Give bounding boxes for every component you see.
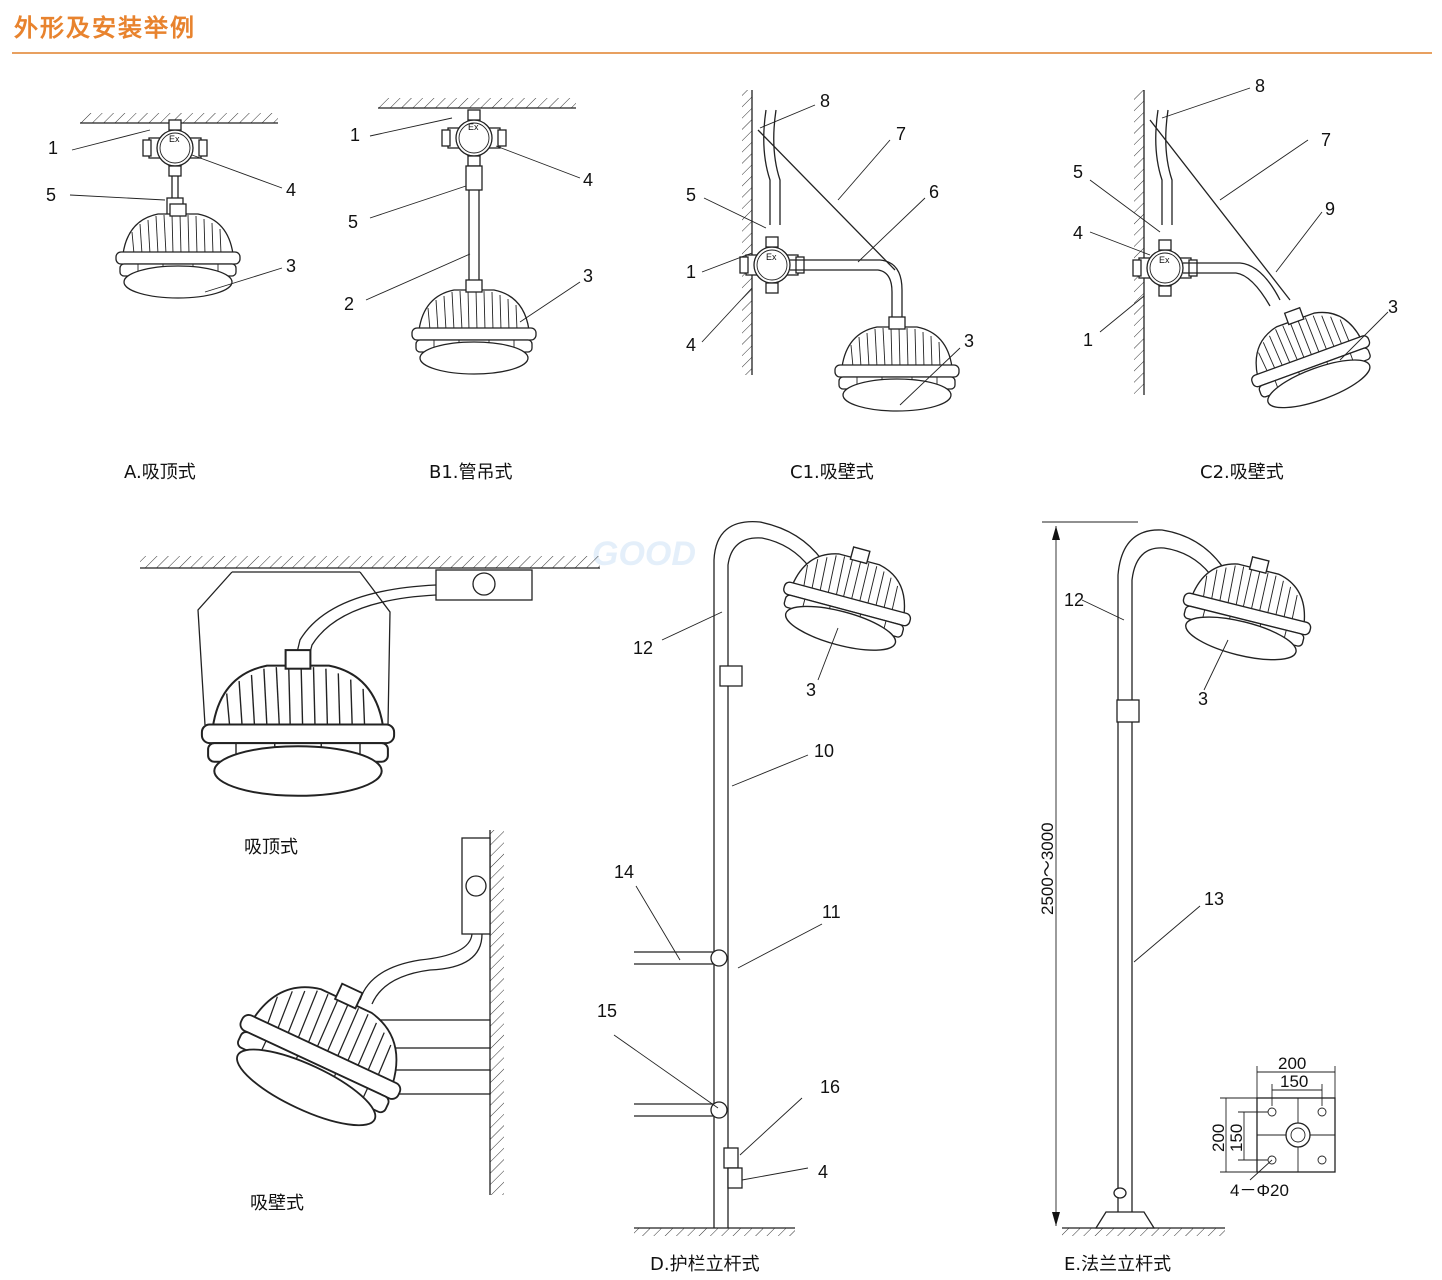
label-e-3: 3: [1198, 689, 1208, 709]
label-b1-4: 4: [583, 170, 593, 190]
diagram-c1-wall: Ex 8 7 6 5 1 4 3 C1.吸壁式: [686, 90, 974, 483]
label-a-5: 5: [46, 185, 56, 205]
diagram-a-ceiling: Ex 1 5 4 3 A.吸顶式: [46, 113, 296, 483]
label-c2-3: 3: [1388, 297, 1398, 317]
diagram-ceiling-large: 吸顶式: [140, 556, 600, 858]
label-d-11: 11: [822, 902, 841, 922]
diagram-wall-large: 吸壁式: [217, 830, 504, 1214]
label-b1-3: 3: [583, 266, 593, 286]
label-c2-1: 1: [1083, 330, 1093, 350]
label-c2-7: 7: [1321, 130, 1331, 150]
label-c1-8: 8: [820, 91, 830, 111]
label-c1-4: 4: [686, 335, 696, 355]
ex-mark-c1: Ex: [766, 252, 777, 262]
ex-mark: Ex: [169, 134, 180, 144]
caption-b1: B1.管吊式: [429, 462, 513, 483]
label-b1-2: 2: [344, 294, 354, 314]
label-a-1: 1: [48, 138, 58, 158]
label-d-16: 16: [820, 1077, 840, 1097]
flange-inner-width: 150: [1280, 1072, 1308, 1091]
caption-d: D.护栏立杆式: [650, 1254, 760, 1275]
label-e-13: 13: [1204, 889, 1224, 909]
diagram-e-flange-pole: 2500～3000 12 3 13 E.法兰立杆式: [1038, 521, 1325, 1275]
label-d-3: 3: [806, 680, 816, 700]
label-c2-9: 9: [1325, 199, 1335, 219]
label-c1-5: 5: [686, 185, 696, 205]
caption-a: A.吸顶式: [124, 462, 196, 483]
label-a-4: 4: [286, 180, 296, 200]
caption-c2: C2.吸壁式: [1200, 462, 1284, 483]
diagram-c2-wall: Ex 8 7 5 4 9 1 3 C2.吸壁式: [1073, 76, 1398, 483]
label-b1-1: 1: [350, 125, 360, 145]
label-d-10: 10: [814, 741, 834, 761]
flange-plate-detail: 200 150 200 150 4－Φ20: [1209, 1054, 1336, 1200]
label-d-4: 4: [818, 1162, 828, 1182]
title-divider: [12, 52, 1432, 54]
label-d-14: 14: [614, 862, 634, 882]
label-c2-5: 5: [1073, 162, 1083, 182]
label-c1-6: 6: [929, 182, 939, 202]
diagram-b1-pipe-pendant: Ex 1 5 2 4 3 B1.管吊式: [344, 98, 593, 483]
label-c2-8: 8: [1255, 76, 1265, 96]
flange-outer-width: 200: [1278, 1054, 1306, 1073]
flange-outer-height: 200: [1209, 1124, 1228, 1152]
ex-mark-c2: Ex: [1159, 255, 1170, 265]
caption-wall: 吸壁式: [250, 1193, 304, 1214]
label-a-3: 3: [286, 256, 296, 276]
diagram-d-railing-pole: 12 3 10 14 11 15 16 4 D.护栏立杆式: [597, 521, 926, 1275]
flange-holes: 4－Φ20: [1230, 1181, 1289, 1200]
flange-inner-height: 150: [1227, 1124, 1246, 1152]
label-c1-1: 1: [686, 262, 696, 282]
label-d-15: 15: [597, 1001, 617, 1021]
watermark: GOOD: [592, 535, 696, 573]
height-range-dimension: 2500～3000: [1038, 822, 1057, 915]
label-c2-4: 4: [1073, 223, 1083, 243]
caption-c1: C1.吸壁式: [790, 462, 874, 483]
caption-ceiling: 吸顶式: [244, 837, 298, 858]
label-b1-5: 5: [348, 212, 358, 232]
label-d-12: 12: [633, 638, 653, 658]
label-c1-7: 7: [896, 124, 906, 144]
label-c1-3: 3: [964, 331, 974, 351]
ex-mark-b1: Ex: [468, 122, 479, 132]
label-e-12: 12: [1064, 590, 1084, 610]
page-title: 外形及安装举例: [14, 14, 196, 42]
caption-e: E.法兰立杆式: [1064, 1254, 1171, 1275]
